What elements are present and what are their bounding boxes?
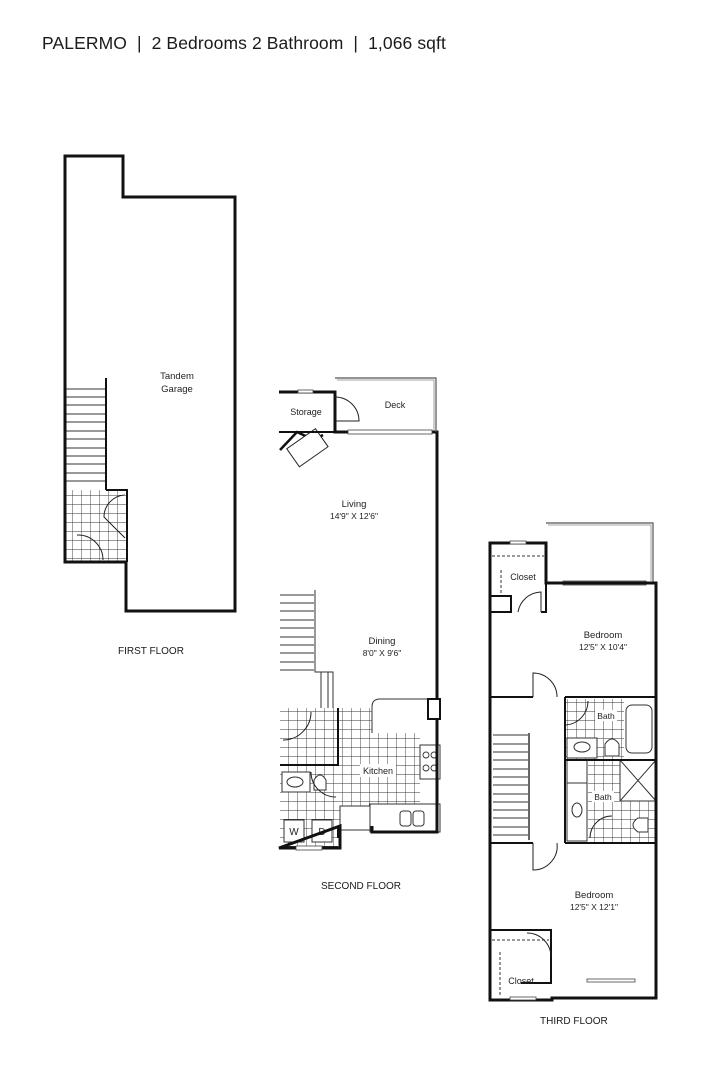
room-dimensions-bedroom: 12'5" X 10'4" [579, 642, 627, 652]
bedroom-count: 2 Bedrooms 2 Bathroom [151, 33, 344, 53]
washer-label: W [289, 827, 299, 838]
stairs [280, 594, 314, 671]
room-label-garage: Garage [161, 384, 193, 395]
third-floor-plan: Closet Bedroom 12'5" X 10'4" Bath Bath B… [488, 522, 658, 1002]
entry-tile-floor [65, 490, 127, 562]
floor-label-third: THIRD FLOOR [540, 1016, 608, 1027]
floor-label-second: SECOND FLOOR [321, 881, 402, 892]
fireplace [286, 427, 329, 468]
garage-outline [63, 154, 237, 613]
room-label-closet: Closet [508, 976, 534, 986]
door-swing [103, 494, 126, 539]
page-title: PALERMO | 2 Bedrooms 2 Bathroom | 1,066 sqft [42, 33, 446, 54]
model-name: PALERMO [42, 33, 127, 53]
title-separator: | [136, 33, 142, 53]
stairs [493, 734, 528, 836]
room-label-kitchen: Kitchen [363, 766, 393, 776]
room-label-dining: Dining [369, 636, 396, 647]
area: 1,066 sqft [368, 33, 446, 53]
toilet [604, 738, 620, 757]
room-label-tandem: Tandem [160, 371, 194, 382]
room-dimensions-dining: 8'0" X 9'6" [363, 648, 402, 658]
room-label-living: Living [342, 499, 367, 510]
second-floor-plan: W D Storage Deck Living 14'9" X 12'6" Di… [278, 377, 441, 851]
room-dimensions-bedroom: 12'5" X 12'1" [570, 902, 618, 912]
door-swing [76, 534, 104, 561]
room-label-storage: Storage [290, 407, 322, 417]
room-label-bedroom: Bedroom [584, 630, 623, 641]
room-label-bedroom: Bedroom [575, 890, 614, 901]
room-label-closet: Closet [510, 572, 536, 582]
room-label-bath: Bath [594, 792, 612, 802]
first-floor-plan: Tandem Garage [63, 154, 237, 613]
sink [399, 810, 412, 827]
room-dimensions-living: 14'9" X 12'6" [330, 511, 378, 521]
room-label-bath: Bath [597, 711, 615, 721]
deck-outline [335, 377, 437, 432]
sink [286, 776, 304, 788]
title-separator: | [353, 33, 359, 53]
sliding-door [347, 429, 433, 435]
stairs [66, 388, 105, 482]
floor-label-first: FIRST FLOOR [118, 646, 184, 657]
toilet [313, 774, 327, 791]
toilet [632, 817, 649, 833]
room-label-deck: Deck [385, 400, 406, 410]
refrigerator [339, 805, 371, 831]
bathtub [625, 704, 653, 754]
